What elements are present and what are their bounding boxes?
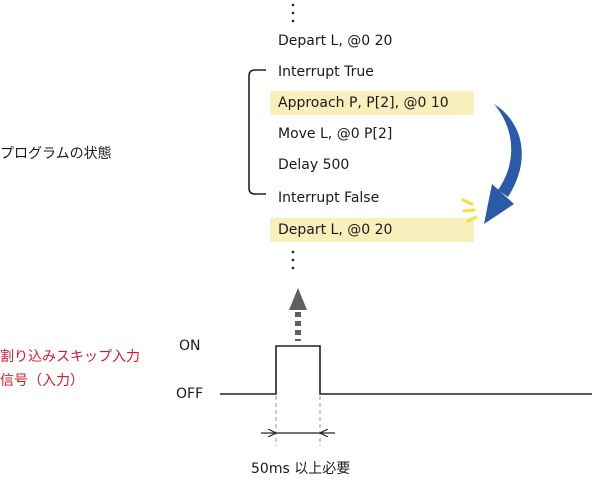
pulse-width-label: 50ms 以上必要 (251, 461, 351, 477)
program-state-label: プログラムの状態 (0, 146, 112, 162)
highlight-approach-line (270, 91, 474, 115)
bottom-ellipsis (291, 250, 295, 270)
program-line-interrupt-true: Interrupt True (278, 64, 374, 80)
off-label: OFF (176, 386, 204, 402)
program-line-approach: Approach P, P[2], @0 10 (278, 95, 449, 111)
top-ellipsis (291, 3, 295, 23)
jump-arrow (484, 104, 522, 224)
signal-label-line1: 割り込みスキップ入力 (0, 349, 140, 365)
highlight-depart-line (270, 218, 474, 242)
program-line-depart-2: Depart L, @0 20 (278, 222, 393, 238)
program-line-depart-1: Depart L, @0 20 (278, 33, 393, 49)
signal-label-line2: 信号（入力） (0, 373, 84, 389)
on-label: ON (179, 338, 201, 354)
interrupt-bracket (248, 69, 266, 195)
program-line-delay: Delay 500 (278, 157, 350, 173)
flash-marks (461, 198, 478, 223)
program-line-move: Move L, @0 P[2] (278, 126, 393, 142)
dashed-up-arrow (289, 288, 307, 341)
program-line-interrupt-false: Interrupt False (278, 190, 380, 206)
signal-waveform (220, 345, 592, 395)
